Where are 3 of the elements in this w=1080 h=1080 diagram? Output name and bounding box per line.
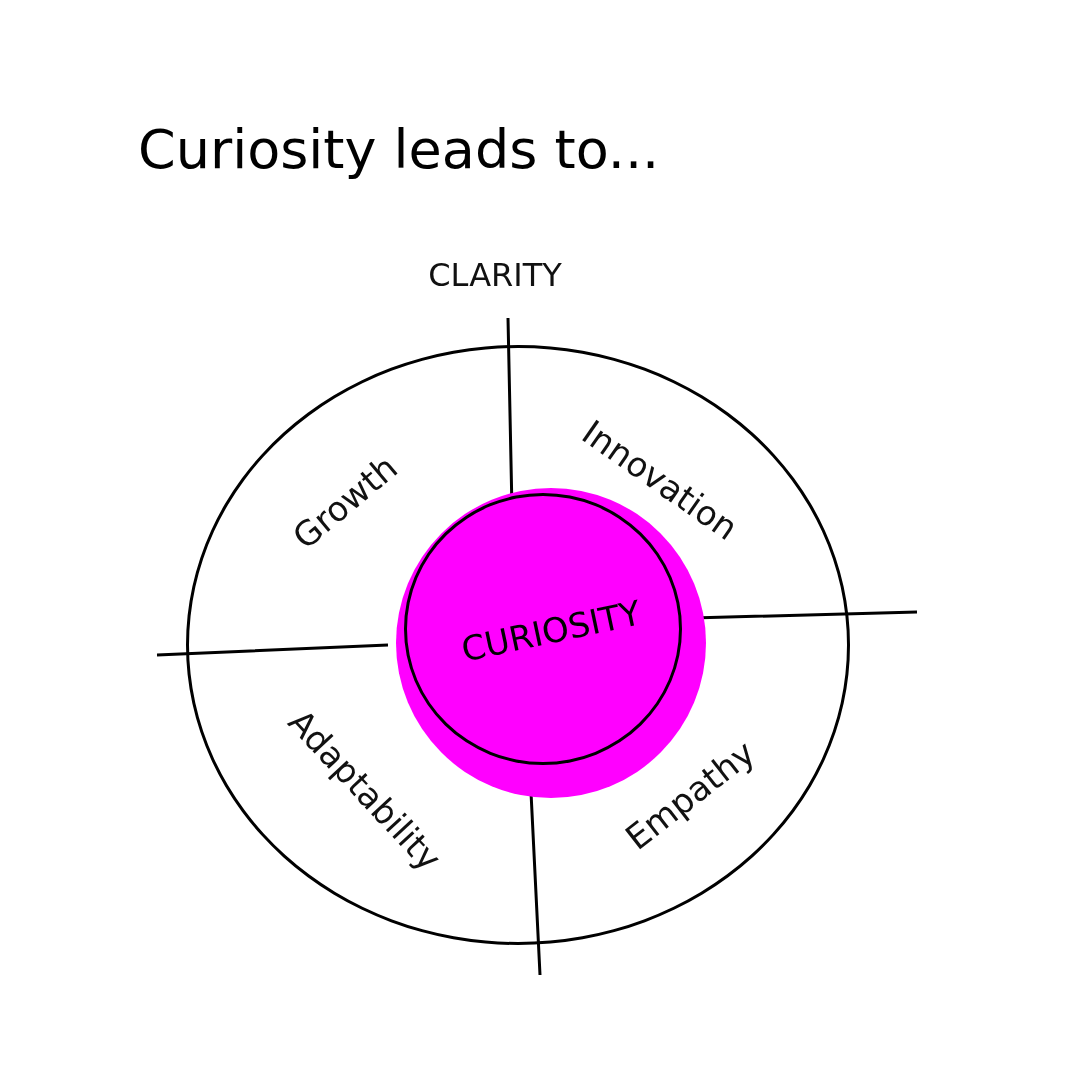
top-label: CLARITY [428,256,562,294]
outer-circle [186,345,850,945]
title: Curiosity leads to... [138,118,660,181]
